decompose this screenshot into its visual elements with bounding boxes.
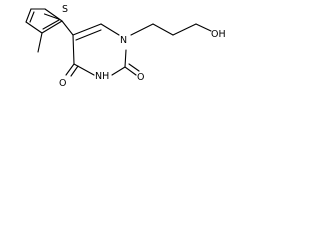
nitrogen-atom-ring: N: [120, 35, 127, 46]
pyrimidine-ring: [61, 20, 140, 77]
bond-c2-c3-double: [43, 13, 60, 20]
oxygen-atom-c2: O: [137, 72, 144, 83]
hydroxypropyl-chain: [130, 23, 212, 36]
bond-c4-o: [65, 63, 75, 76]
bond-c5-c1: [25, 21, 43, 34]
bond-c4-c5-double: [29, 11, 35, 23]
bond-c2-n3: [111, 66, 126, 76]
bond-ch2-ch2: [152, 23, 174, 36]
bond-methyl: [37, 32, 43, 53]
bond-c2-o: [124, 66, 137, 76]
bond-c1-c2-double: [42, 19, 60, 30]
bond-c5-c6: [72, 23, 102, 36]
bond-c6-n1: [100, 23, 120, 36]
bond-c5-c6-double: [75, 29, 102, 41]
bond-n-ch2: [130, 23, 154, 36]
bond-c4-o-double: [70, 65, 79, 77]
oxygen-atom-c4: O: [59, 78, 66, 89]
bond-ch2-oh: [195, 23, 212, 32]
bond-n1-c2: [124, 49, 127, 68]
bond-c1-c2: [41, 20, 63, 34]
bond-ch2-ch2-b: [172, 23, 197, 36]
bond-c4-c5: [25, 8, 32, 23]
sulfur-atom: S: [62, 4, 68, 15]
bond-c4-c5: [72, 34, 75, 65]
bond-n3-c4: [73, 63, 95, 76]
bond-c2-c3: [44, 8, 63, 22]
bond-c2-o-double: [128, 63, 140, 72]
chemical-structure-diagram: S N NH OH O O: [25, 4, 226, 89]
hydroxyl-group: OH: [211, 29, 226, 40]
nitrogen-nh-atom: NH: [95, 71, 109, 82]
thiophene-ring: [25, 8, 63, 53]
structure-canvas: S N NH OH O O: [0, 0, 256, 102]
bond-thiophene-link: [61, 20, 74, 36]
